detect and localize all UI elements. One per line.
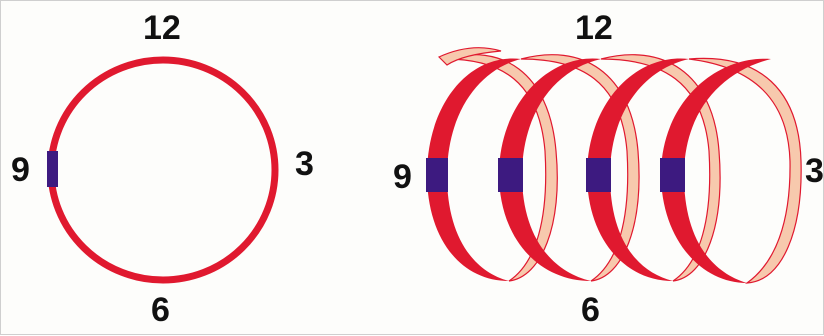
right-helix-diagram [426, 48, 801, 283]
clock-ring [51, 60, 275, 280]
coil-1-marker [426, 158, 448, 192]
left-clock-diagram [47, 60, 275, 280]
left-label-6: 6 [151, 293, 170, 327]
right-label-12: 12 [575, 11, 613, 45]
right-label-9: 9 [393, 160, 412, 194]
coil-2-marker [498, 158, 523, 192]
coil-3-marker [586, 158, 611, 192]
position-marker [47, 151, 58, 187]
left-label-3: 3 [295, 147, 314, 181]
right-label-3: 3 [805, 154, 824, 188]
left-label-9: 9 [11, 153, 30, 187]
coil-4-marker [660, 158, 685, 192]
left-label-12: 12 [143, 11, 181, 45]
right-label-6: 6 [581, 293, 600, 327]
